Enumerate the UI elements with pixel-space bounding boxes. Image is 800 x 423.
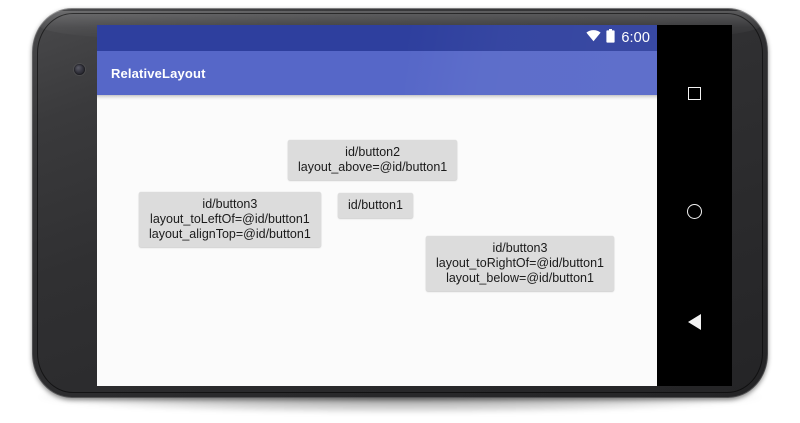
app-bar: RelativeLayout: [97, 51, 657, 95]
status-bar: 6:00: [97, 25, 657, 51]
button3-left-line-3: layout_alignTop=@id/button1: [149, 227, 311, 241]
navigation-bar: [657, 25, 732, 386]
triangle-left-icon: [688, 314, 701, 330]
wifi-icon: [586, 29, 601, 47]
button3-right-line-2: layout_toRightOf=@id/button1: [436, 256, 605, 270]
button2-line-2: layout_above=@id/button1: [298, 160, 448, 174]
app-bar-title: RelativeLayout: [111, 65, 206, 81]
app-viewport: 6:00 RelativeLayout id/button2 layout_ab…: [97, 25, 657, 386]
button3-left-line-1: id/button3: [202, 197, 258, 211]
button1-widget[interactable]: id/button1: [338, 193, 413, 218]
button3-right-line-1: id/button3: [492, 241, 548, 255]
front-camera-icon: [74, 64, 85, 75]
button2-widget[interactable]: id/button2 layout_above=@id/button1: [288, 140, 458, 180]
circle-icon: [687, 203, 702, 219]
phone-screen: 6:00 RelativeLayout id/button2 layout_ab…: [97, 25, 732, 386]
nav-recents-button[interactable]: [657, 78, 732, 108]
app-bar-shadow: [97, 95, 657, 100]
button3-right-widget[interactable]: id/button3 layout_toRightOf=@id/button1 …: [426, 236, 615, 291]
battery-icon: [606, 28, 615, 48]
button3-left-widget[interactable]: id/button3 layout_toLeftOf=@id/button1 l…: [139, 192, 321, 247]
nav-home-button[interactable]: [657, 196, 732, 226]
phone-device-frame: 6:00 RelativeLayout id/button2 layout_ab…: [32, 8, 768, 398]
status-bar-clock: 6:00: [621, 29, 650, 46]
button2-line-1: id/button2: [345, 145, 401, 159]
button3-left-line-2: layout_toLeftOf=@id/button1: [150, 212, 310, 226]
button1-line-1: id/button1: [348, 198, 403, 212]
relative-layout-canvas: id/button2 layout_above=@id/button1 id/b…: [97, 100, 657, 386]
button3-right-line-3: layout_below=@id/button1: [446, 271, 594, 285]
nav-back-button[interactable]: [657, 307, 732, 337]
square-icon: [688, 86, 701, 100]
status-bar-icons: 6:00: [586, 28, 650, 48]
